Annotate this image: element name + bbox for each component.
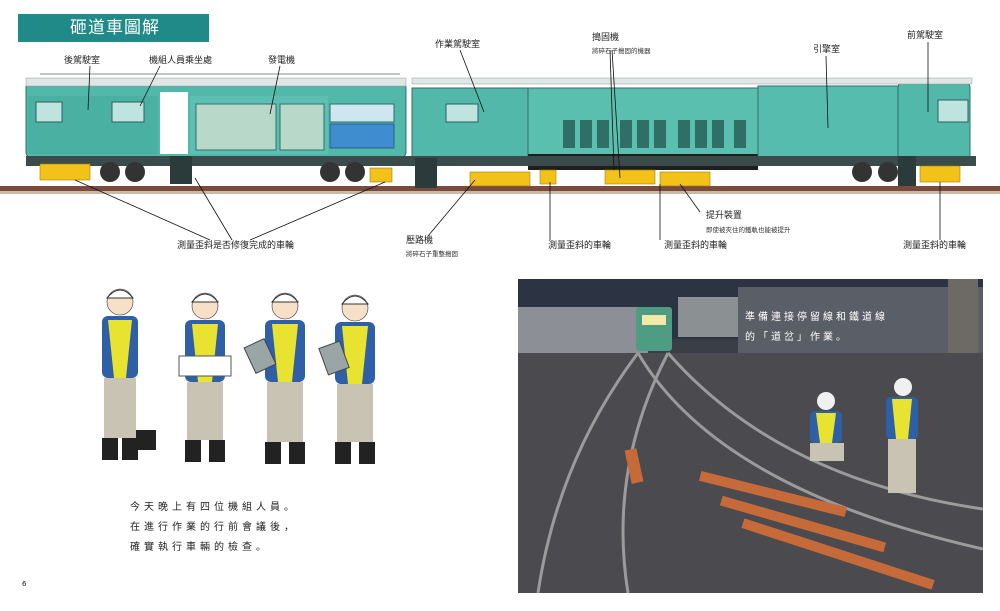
label-compactor-desc: 將碎石子重整搗固: [406, 250, 458, 258]
scene-caption: 準備連接停留線和鐵道線 的「道岔」作業。: [745, 308, 888, 348]
label-engine-room: 引擎室: [813, 45, 841, 55]
label-work-cab: 作業駕駛室: [435, 40, 481, 50]
crew-member: [243, 292, 305, 464]
switch-sleepers: [624, 448, 935, 590]
page-title: 砸道車圖解: [18, 14, 209, 42]
story-line: 確實執行車輛的檢查。: [130, 542, 270, 553]
crew-member: [178, 292, 232, 462]
label-tamper: 搗固機: [592, 33, 620, 43]
label-front-cab: 前駕駛室: [907, 31, 944, 41]
story-line: 在進行作業的行前會議後，: [130, 522, 298, 533]
night-track-scene: [518, 279, 983, 593]
worker-kneeling: [810, 392, 844, 461]
label-compactor: 壓路機: [406, 236, 434, 246]
leader-lines: [74, 42, 941, 241]
label-measure-wheels-3: 測量歪斜的車輪: [903, 241, 967, 251]
worker-standing: [886, 378, 918, 493]
rail-ground: [0, 186, 1000, 191]
story-text: 今天晚上有四位機組人員。 在進行作業的行前會議後， 確實執行車輛的檢查。: [130, 498, 298, 558]
caption-line: 的「道岔」作業。: [745, 332, 849, 343]
label-rear-cab: 後駕駛室: [64, 56, 101, 66]
crew-member: [318, 294, 375, 464]
label-tamper-desc: 將碎石子搗固的機器: [592, 47, 651, 55]
label-measure-wheels-1: 測量歪斜的車輪: [548, 241, 612, 251]
label-generator: 發電機: [268, 56, 296, 66]
label-lifting-device: 提升裝置: [706, 211, 743, 221]
crew-member: [102, 288, 156, 460]
rails: [536, 352, 983, 593]
label-crew-seats: 機組人員乘坐處: [149, 56, 213, 66]
label-measure-wheels-2: 測量歪斜的車輪: [664, 241, 728, 251]
tamper-train: [25, 73, 976, 188]
label-lifting-desc: 即使被夾住的鐵軌也能被提升: [706, 226, 791, 234]
page-number: 6: [22, 580, 27, 588]
label-measure-done-wheels: 測量歪斜是否修復完成的車輪: [177, 241, 295, 251]
story-line: 今天晚上有四位機組人員。: [130, 502, 298, 513]
caption-line: 準備連接停留線和鐵道線: [745, 312, 888, 323]
crew-illustration: [102, 288, 375, 464]
